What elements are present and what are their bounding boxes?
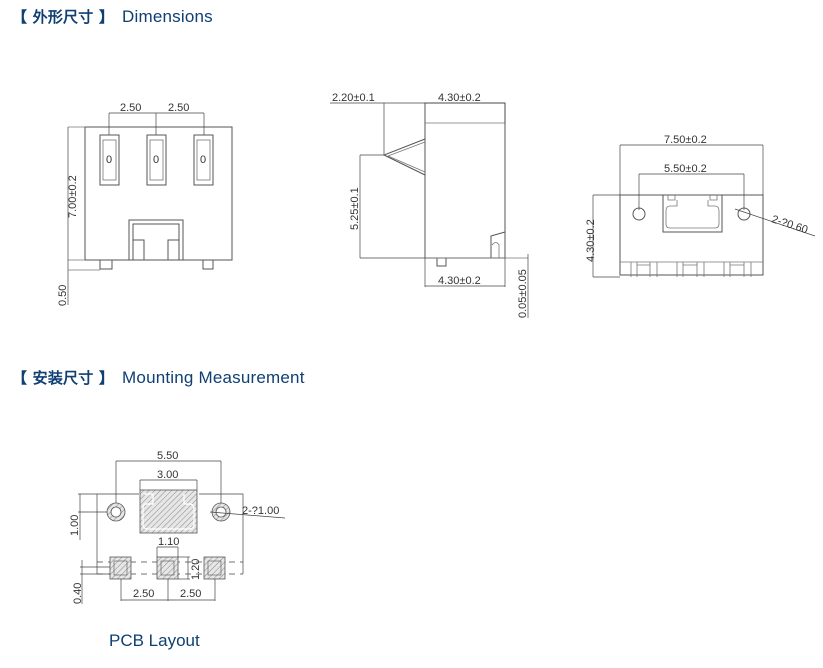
pcb-hole-offset-label: 1.00 [69,515,81,536]
side-body-outline [424,102,506,259]
side-bottom-offset-label: 0.05±0.05 [517,269,529,318]
front-foot-right [202,260,214,270]
slot-glyph: 0 [106,154,112,166]
bottom-hole-pitch-label: 5.50±0.2 [664,163,707,175]
bottom-slot-row [630,262,752,277]
front-height-label: 7.00±0.2 [67,175,79,218]
side-bottom-tab [436,258,447,267]
pcb-hole-right [211,502,231,522]
pcb-hole-left [106,502,126,522]
pcb-layout-caption: PCB Layout [109,631,200,650]
side-height-label: 5.25±0.1 [349,187,361,230]
pcb-pad-width-label: 1.10 [158,536,179,548]
front-slot-1: 0 [99,134,120,186]
section-title-dimensions: 【 外形尺寸 】 Dimensions [12,6,213,27]
pcb-pad-2 [156,556,179,580]
front-foot-label: 0.50 [57,285,69,306]
pcb-hole-callout: 2-?1.00 [242,505,279,517]
front-slot-2: 0 [146,134,167,186]
front-view: 0 0 0 2.50 2.50 7.00±0.2 0.50 [57,102,233,306]
bottom-hole-callout: 2-?0.60 [770,213,809,236]
front-slot-3: 0 [193,134,214,186]
section-title-dimensions-en: Dimensions [122,7,213,26]
pcb-pad-pitch-left-label: 2.50 [133,588,154,600]
pcb-pad-1 [109,556,132,580]
section-title-mounting: 【 安装尺寸 】 Mounting Measurement [12,367,305,388]
bottom-width-label: 7.50±0.2 [664,134,707,146]
bottom-view: 4.30±0.2 7.50±0.2 5.50±0.2 2-?0.60 [585,134,816,278]
pcb-pad-offset-label: 0.40 [72,583,84,604]
pcb-layout-drawing: 5.50 3.00 2-?1.00 1.00 [69,450,286,604]
section-title-mounting-cn: 【 安装尺寸 】 [12,369,115,387]
front-pitch-right-label: 2.50 [168,102,189,114]
pcb-outline [96,493,244,574]
section-title-mounting-en: Mounting Measurement [122,368,305,387]
slot-glyph: 0 [200,154,206,166]
pcb-center-pad [139,489,198,534]
section-title-dimensions-cn: 【 外形尺寸 】 [12,8,115,26]
pcb-pad-pitch-right-label: 2.50 [180,588,201,600]
front-foot-left [99,260,113,270]
pcb-hole-pitch-label: 5.50 [157,450,178,462]
bottom-body-outline [619,194,764,276]
pcb-center-pad-width-label: 3.00 [157,469,178,481]
front-pitch-left-label: 2.50 [120,102,141,114]
side-top-right-label: 4.30±0.2 [438,92,481,104]
side-top-left-label: 2.20±0.1 [332,92,375,104]
pcb-pad-3 [203,556,226,580]
pcb-pad-height-label: 1.20 [190,559,202,580]
front-body-outline [84,126,233,261]
bottom-hole-left [632,207,646,221]
bottom-latch [662,195,723,233]
side-notch [490,231,506,258]
side-bottom-width-label: 4.30±0.2 [438,275,481,287]
bottom-depth-label: 4.30±0.2 [585,219,597,262]
side-view: 2.20±0.1 4.30±0.2 5.25±0.1 4.30±0.2 0.05… [330,92,529,318]
front-latch [128,219,184,260]
slot-glyph: 0 [153,154,159,166]
